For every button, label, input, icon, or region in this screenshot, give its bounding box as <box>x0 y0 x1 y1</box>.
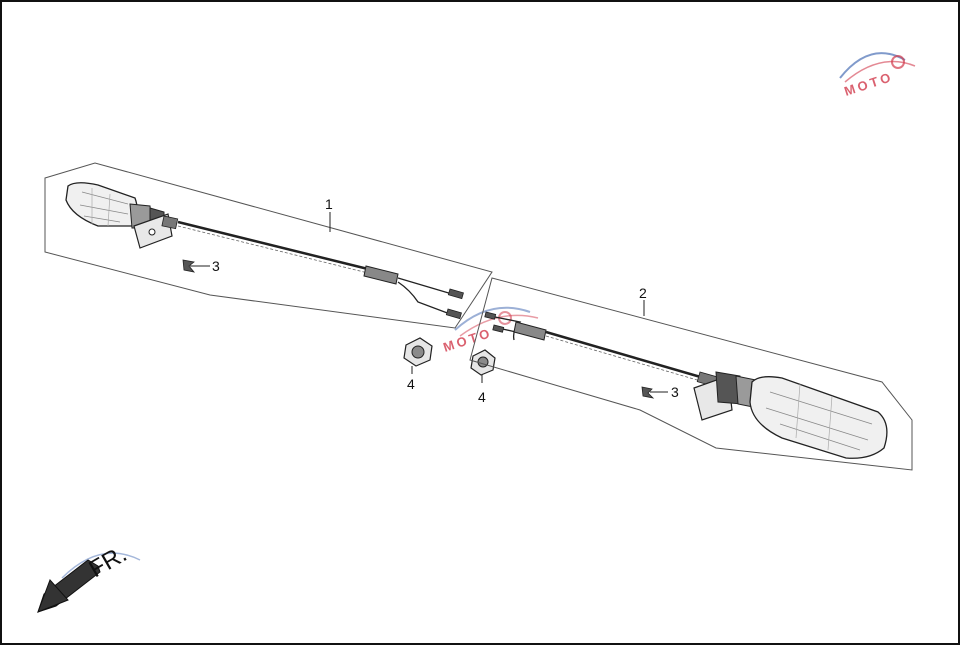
callout-4-left-label: 4 <box>407 376 415 392</box>
screw-right <box>641 386 668 399</box>
assembly-2-outline <box>469 277 913 471</box>
front-direction-arrow <box>37 552 141 613</box>
callout-1-label: 1 <box>325 196 333 212</box>
callout-3-right-label: 3 <box>671 384 679 400</box>
nut-left <box>403 337 433 374</box>
callout-4-right-label: 4 <box>478 389 486 405</box>
callout-3-left-label: 3 <box>212 258 220 274</box>
callout-2-label: 2 <box>639 285 647 301</box>
turn-signal-left <box>65 182 464 320</box>
turn-signal-right <box>484 311 888 459</box>
watermark-logo-top: MOTO <box>839 52 916 99</box>
assembly-1-outline <box>44 162 493 329</box>
watermark-text-top: MOTO <box>842 69 895 99</box>
